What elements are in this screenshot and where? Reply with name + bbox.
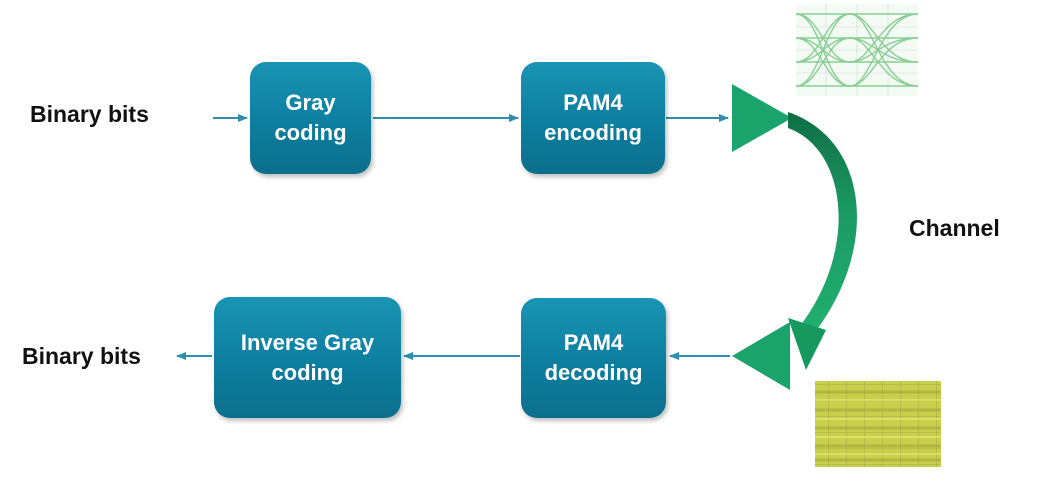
pam4-encoding-line-2: encoding xyxy=(544,120,642,145)
inverse-gray-coding-line-2: coding xyxy=(271,359,344,385)
input-label: Binary bits xyxy=(30,101,149,127)
gray-coding-line-2: coding xyxy=(274,120,347,145)
flow-connectors xyxy=(176,114,730,360)
gray-coding-block: Gray coding xyxy=(250,62,371,174)
curved-channel-arrow-icon xyxy=(788,112,857,370)
pam4-decoding-block: PAM4 decoding xyxy=(521,298,666,418)
pam4-encoding-line-1: PAM4 xyxy=(563,90,623,115)
triangle-amplifier-tx-icon xyxy=(732,84,792,152)
gray-coding-line-1: Gray xyxy=(285,90,336,115)
pam4-decoding-line-1: PAM4 xyxy=(563,330,624,355)
eye-diagram-pam4-icon xyxy=(795,4,919,96)
triangle-amplifier-rx-icon xyxy=(732,322,790,390)
inverse-gray-coding-block: Inverse Gray coding xyxy=(214,297,401,418)
pam4-decoding-line-2: decoding xyxy=(544,360,643,385)
eye-diagram-noisy-icon xyxy=(815,381,941,467)
pam4-encoding-block: PAM4 encoding xyxy=(521,62,665,174)
channel-label: Channel xyxy=(909,215,1000,241)
output-label: Binary bits xyxy=(22,343,141,369)
inverse-gray-coding-line-1: Inverse Gray xyxy=(240,329,375,355)
